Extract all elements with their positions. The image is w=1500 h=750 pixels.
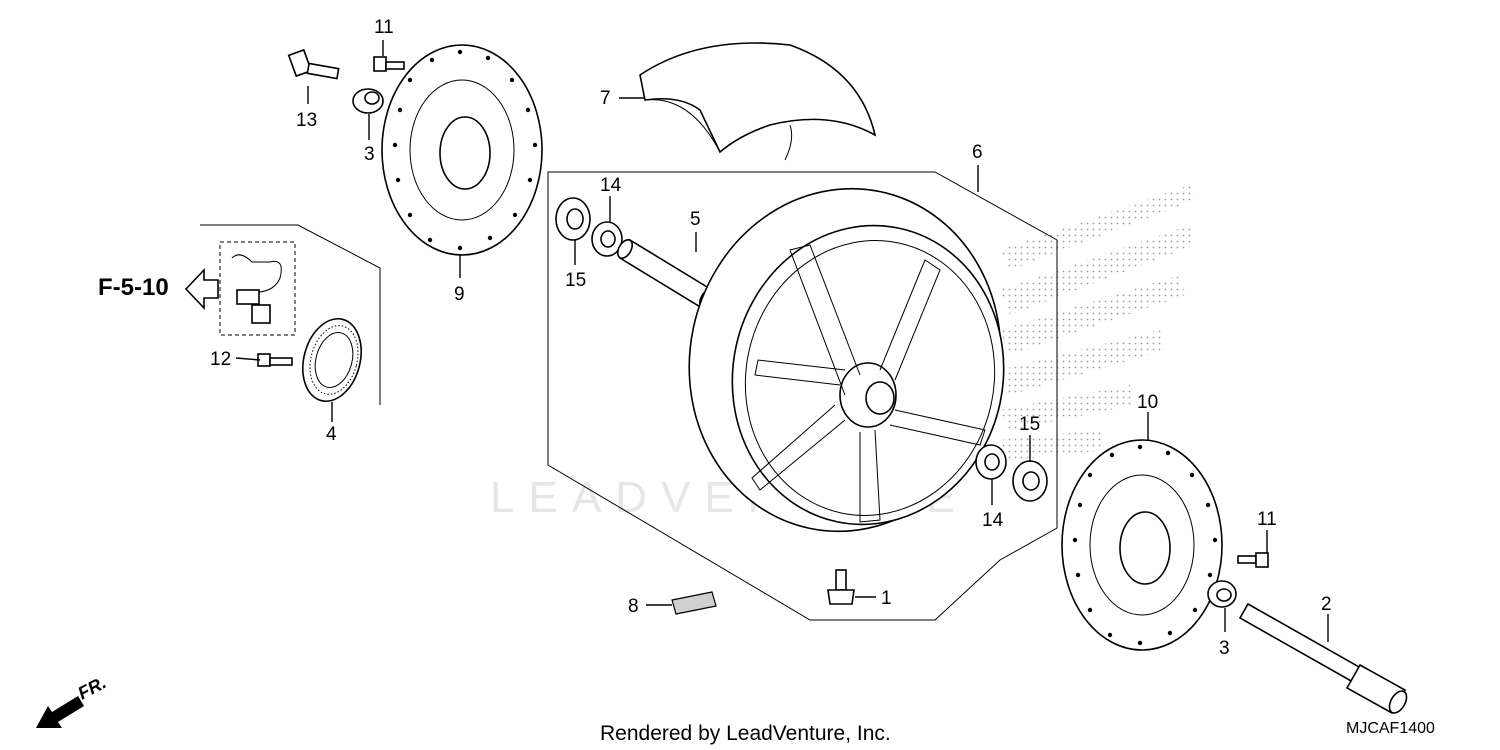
sensor-group-outline	[200, 224, 381, 405]
brake-disc-10[interactable]	[1061, 439, 1223, 651]
bearing-15-left[interactable]	[555, 197, 591, 241]
dust-seal-14-right[interactable]	[975, 444, 1007, 480]
wheel-assembly-outline	[547, 171, 1058, 621]
callout-7: 7	[600, 88, 611, 109]
callout-14-right: 14	[982, 510, 1004, 531]
direction-arrow-icon	[36, 696, 84, 728]
bolt-11-right[interactable]	[1237, 552, 1269, 568]
callout-15-right: 15	[1019, 414, 1040, 435]
footer-credit: Rendered by LeadVenture, Inc.	[600, 722, 891, 745]
callout-6: 6	[972, 142, 983, 163]
direction-label: FR.	[74, 672, 109, 703]
callout-15-left: 15	[565, 270, 586, 291]
callout-3-right: 3	[1219, 638, 1230, 659]
callout-8: 8	[628, 596, 639, 617]
balance-weight-8[interactable]	[671, 591, 717, 615]
callout-2: 2	[1321, 594, 1332, 615]
callout-11-top: 11	[374, 17, 394, 38]
callouts: 11 13 3 9 12 4 7 6 14 5 15 8 1 15 14 10 …	[210, 17, 1332, 659]
front-axle-2[interactable]	[1238, 602, 1410, 716]
front-direction-indicator: FR.	[36, 672, 109, 728]
bearing-15-right[interactable]	[1012, 460, 1048, 502]
callout-14-left: 14	[600, 175, 622, 196]
leader-lines	[235, 40, 1329, 642]
bolt-12[interactable]	[257, 353, 293, 367]
callout-11-right: 11	[1257, 509, 1277, 530]
wheel-speed-sensor[interactable]	[231, 254, 282, 324]
callout-9: 9	[454, 284, 465, 305]
tire[interactable]	[639, 42, 877, 161]
sensor-dashed-box	[219, 241, 296, 336]
callout-12: 12	[210, 349, 231, 370]
pulser-ring-4[interactable]	[294, 312, 370, 408]
callout-10: 10	[1137, 392, 1158, 413]
tire-valve-1[interactable]	[827, 569, 855, 605]
reference-label[interactable]: F-5-10	[98, 274, 169, 301]
callout-1: 1	[881, 588, 892, 609]
callout-5: 5	[690, 209, 701, 230]
collar-3-top[interactable]	[352, 88, 384, 114]
bolt-13[interactable]	[287, 48, 340, 80]
callout-4: 4	[326, 424, 337, 445]
dotted-wing-graphic	[1000, 185, 1195, 460]
bolt-11-top[interactable]	[373, 56, 405, 72]
front-wheel-6[interactable]	[658, 160, 1033, 561]
callout-3-top: 3	[364, 144, 375, 165]
brake-disc-9[interactable]	[381, 44, 543, 256]
reference-link[interactable]: F-5-10	[98, 267, 219, 311]
reference-arrow-icon	[184, 267, 219, 311]
callout-13: 13	[296, 110, 317, 131]
diagram-code: MJCAF1400	[1346, 720, 1435, 737]
dust-seal-14-left[interactable]	[591, 221, 623, 257]
collar-3-right[interactable]	[1207, 580, 1237, 608]
